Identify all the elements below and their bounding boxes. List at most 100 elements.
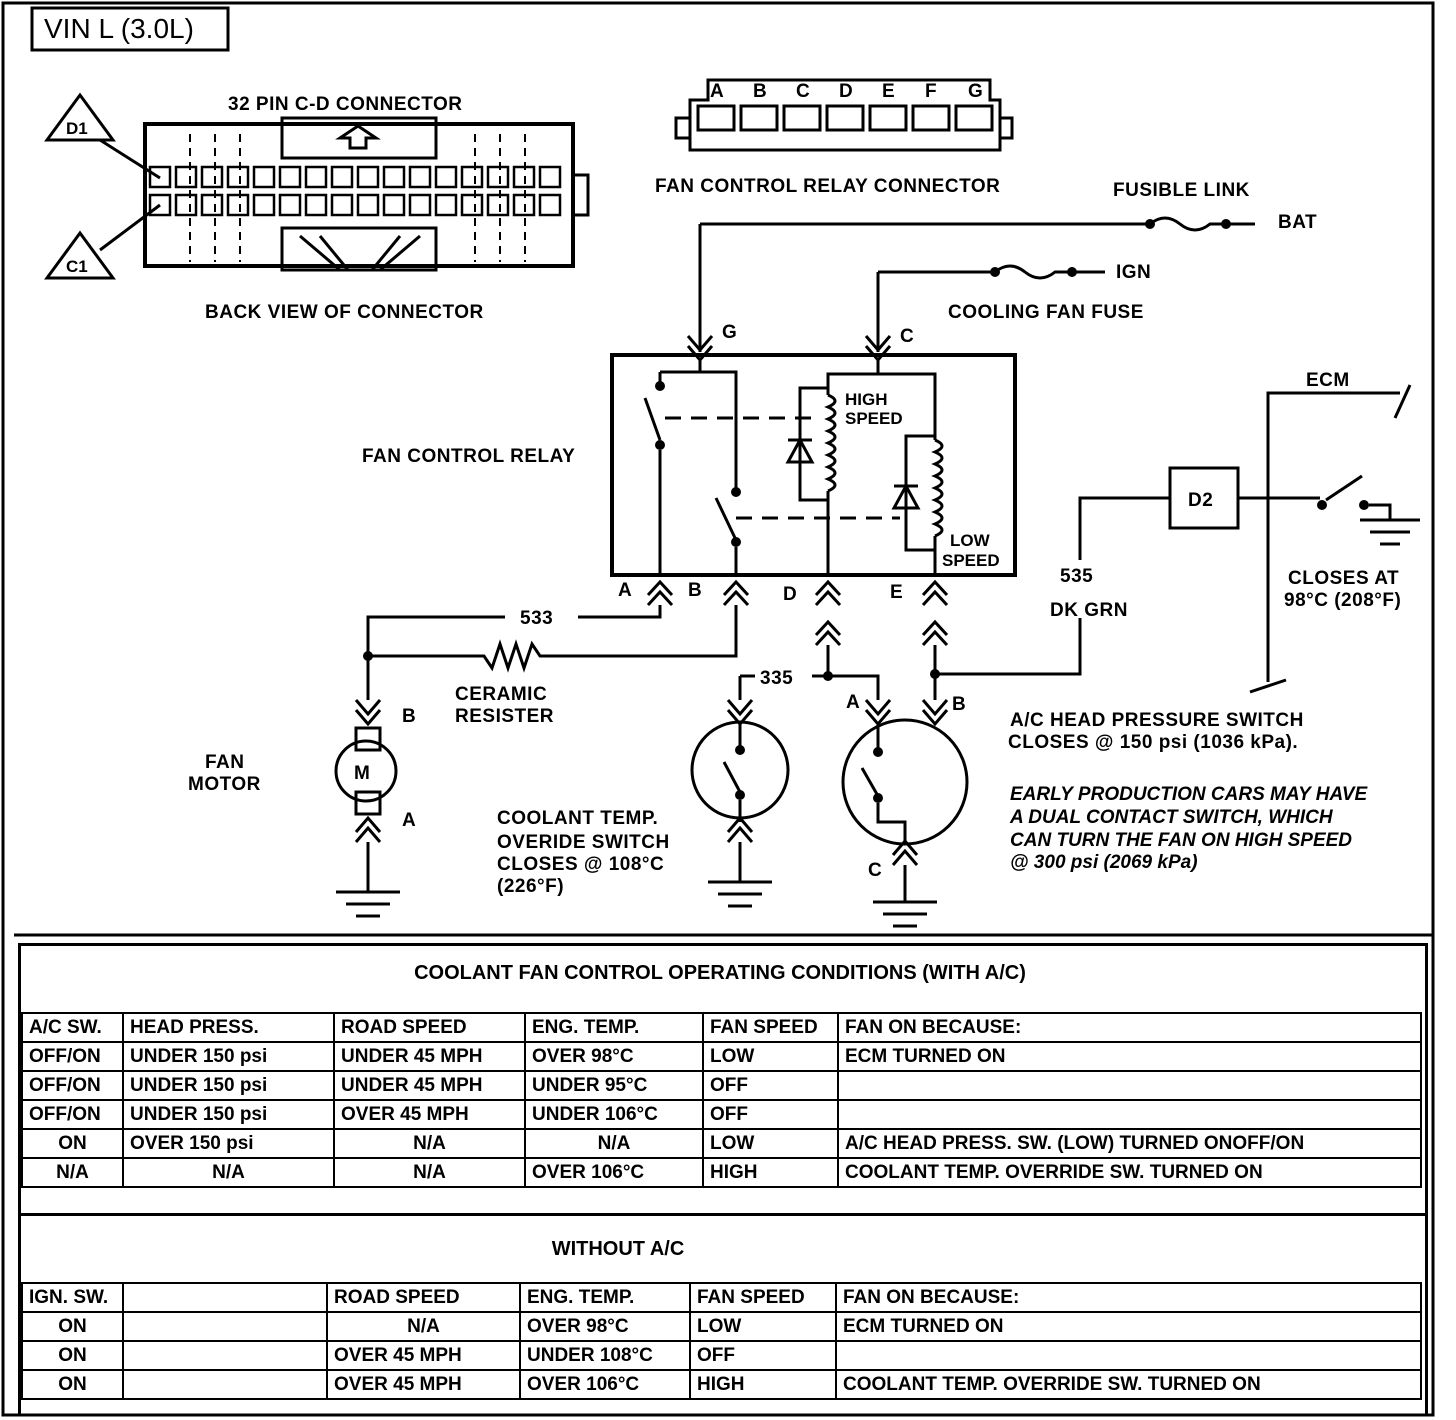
- ign-label: IGN: [1116, 262, 1151, 283]
- relay-pin-b-label: B: [688, 580, 702, 601]
- connector-pin: [226, 165, 250, 189]
- connector-pin: [148, 165, 172, 189]
- pin-d1-label: D1: [66, 119, 88, 138]
- table-header-cell: FAN ON BECAUSE:: [837, 1012, 1422, 1043]
- table-cell: COOLANT TEMP. OVERRIDE SW. TURNED ON: [835, 1369, 1422, 1400]
- table-header-cell: ENG. TEMP.: [524, 1012, 704, 1043]
- table-cell: OFF: [702, 1099, 839, 1130]
- connector-pin: [538, 193, 562, 217]
- ecm-circuit: 535 DK GRN D2 ECM CLOSES AT 98°C (208°F): [1050, 370, 1420, 694]
- table-header-cell: ROAD SPEED: [333, 1012, 526, 1043]
- relay-pin-g-label: G: [722, 322, 737, 343]
- table-cell: N/A: [524, 1128, 704, 1159]
- table-cell: ON: [21, 1369, 124, 1400]
- table-header-cell: FAN SPEED: [702, 1012, 839, 1043]
- table-cell: LOW: [689, 1311, 837, 1342]
- table-cell: N/A: [333, 1128, 526, 1159]
- relay-connector-pin-label: B: [753, 81, 767, 102]
- motor-label: MOTOR: [188, 774, 261, 795]
- table-header-cell: IGN. SW.: [21, 1282, 124, 1313]
- table-cell: LOW: [702, 1128, 839, 1159]
- dk-grn-label: DK GRN: [1050, 600, 1128, 621]
- ecm-label: ECM: [1306, 370, 1350, 391]
- d2-label: D2: [1188, 490, 1213, 511]
- motor-pin-b-label: B: [402, 706, 416, 727]
- table-cell: ON: [21, 1340, 124, 1371]
- connector-pin: [252, 193, 276, 217]
- table-cell: UNDER 108°C: [519, 1340, 691, 1371]
- connector-pin: [278, 193, 302, 217]
- connector-pin: [148, 193, 172, 217]
- relay-connector-cavity: [868, 104, 908, 132]
- connector-pin: [486, 165, 510, 189]
- table-cell: OVER 98°C: [519, 1311, 691, 1342]
- connector-pin: [330, 165, 354, 189]
- table-cell: [835, 1340, 1422, 1371]
- table-cell: UNDER 45 MPH: [333, 1070, 526, 1101]
- relay-connector-pin-label: G: [968, 81, 983, 102]
- table-cell: [122, 1340, 328, 1371]
- table-cell: [122, 1311, 328, 1342]
- relay-connector-pin-label: A: [710, 81, 724, 102]
- bat-label: BAT: [1278, 212, 1317, 233]
- table-cell: UNDER 150 psi: [122, 1070, 335, 1101]
- title-box: [30, 6, 230, 52]
- connector-bottom-label: BACK VIEW OF CONNECTOR: [205, 302, 484, 323]
- table-cell: OVER 106°C: [524, 1157, 704, 1188]
- low-speed-label: SPEED: [942, 551, 1000, 570]
- fan-motor-circuit: 533 CERAMIC RESISTER B M A FAN MOTOR: [188, 605, 738, 918]
- connector-pin: [200, 193, 224, 217]
- table-cell: A/C HEAD PRESS. SW. (LOW) TURNED ONOFF/O…: [837, 1128, 1422, 1159]
- early-note-3: CAN TURN THE FAN ON HIGH SPEED: [1010, 830, 1352, 851]
- table-cell: OFF/ON: [21, 1099, 124, 1130]
- connector-top-label: 32 PIN C-D CONNECTOR: [228, 94, 463, 115]
- switch-circuits: 335 COOLANT TEMP. OVERIDE SWITCH CLOSES …: [497, 618, 1082, 928]
- table-cell: OVER 150 psi: [122, 1128, 335, 1159]
- ac-switch-pin-c-label: C: [868, 860, 882, 881]
- table-cell: OFF: [689, 1340, 837, 1371]
- connector-pin: [278, 165, 302, 189]
- relay-connector-pin-label: E: [882, 81, 895, 102]
- table-header-cell: FAN ON BECAUSE:: [835, 1282, 1422, 1313]
- table-cell: OFF/ON: [21, 1070, 124, 1101]
- power-feeds: FUSIBLE LINK BAT G IGN COOLING FAN FUSE …: [686, 180, 1317, 363]
- table-cell: HIGH: [702, 1157, 839, 1188]
- table-cell: N/A: [122, 1157, 335, 1188]
- connector-pin: [460, 193, 484, 217]
- connector-pin: [408, 165, 432, 189]
- relay-connector-label: FAN CONTROL RELAY CONNECTOR: [655, 176, 1000, 197]
- relay-pin-e-label: E: [890, 582, 903, 603]
- table-cell: OVER 106°C: [519, 1369, 691, 1400]
- table-header-cell: HEAD PRESS.: [122, 1012, 335, 1043]
- connector-pin: [538, 165, 562, 189]
- early-note-1: EARLY PRODUCTION CARS MAY HAVE: [1010, 784, 1368, 805]
- table-cell: UNDER 45 MPH: [333, 1041, 526, 1072]
- high-speed-label: SPEED: [845, 409, 903, 428]
- table-cell: N/A: [333, 1157, 526, 1188]
- wire-535-label: 535: [1060, 566, 1093, 587]
- table-cell: N/A: [21, 1157, 124, 1188]
- relay-connector-cavity: [825, 104, 865, 132]
- connector-pins: [148, 165, 562, 217]
- relay-connector-pin-label: C: [796, 81, 810, 102]
- connector-pin: [174, 193, 198, 217]
- table-header-cell: [122, 1282, 328, 1313]
- table-cell: UNDER 150 psi: [122, 1041, 335, 1072]
- cooling-fan-fuse-label: COOLING FAN FUSE: [948, 302, 1144, 323]
- fan-control-relay: FAN CONTROL RELAY HIGH SPEED LOW SPEED: [362, 353, 1017, 647]
- table-cell: UNDER 95°C: [524, 1070, 704, 1101]
- connector-pin: [382, 193, 406, 217]
- ac-switch-pin-b-label: B: [952, 694, 966, 715]
- wire-335-label: 335: [760, 668, 793, 689]
- fusible-link-label: FUSIBLE LINK: [1113, 180, 1250, 201]
- connector-pin: [356, 193, 380, 217]
- override-line-1: COOLANT TEMP.: [497, 808, 658, 829]
